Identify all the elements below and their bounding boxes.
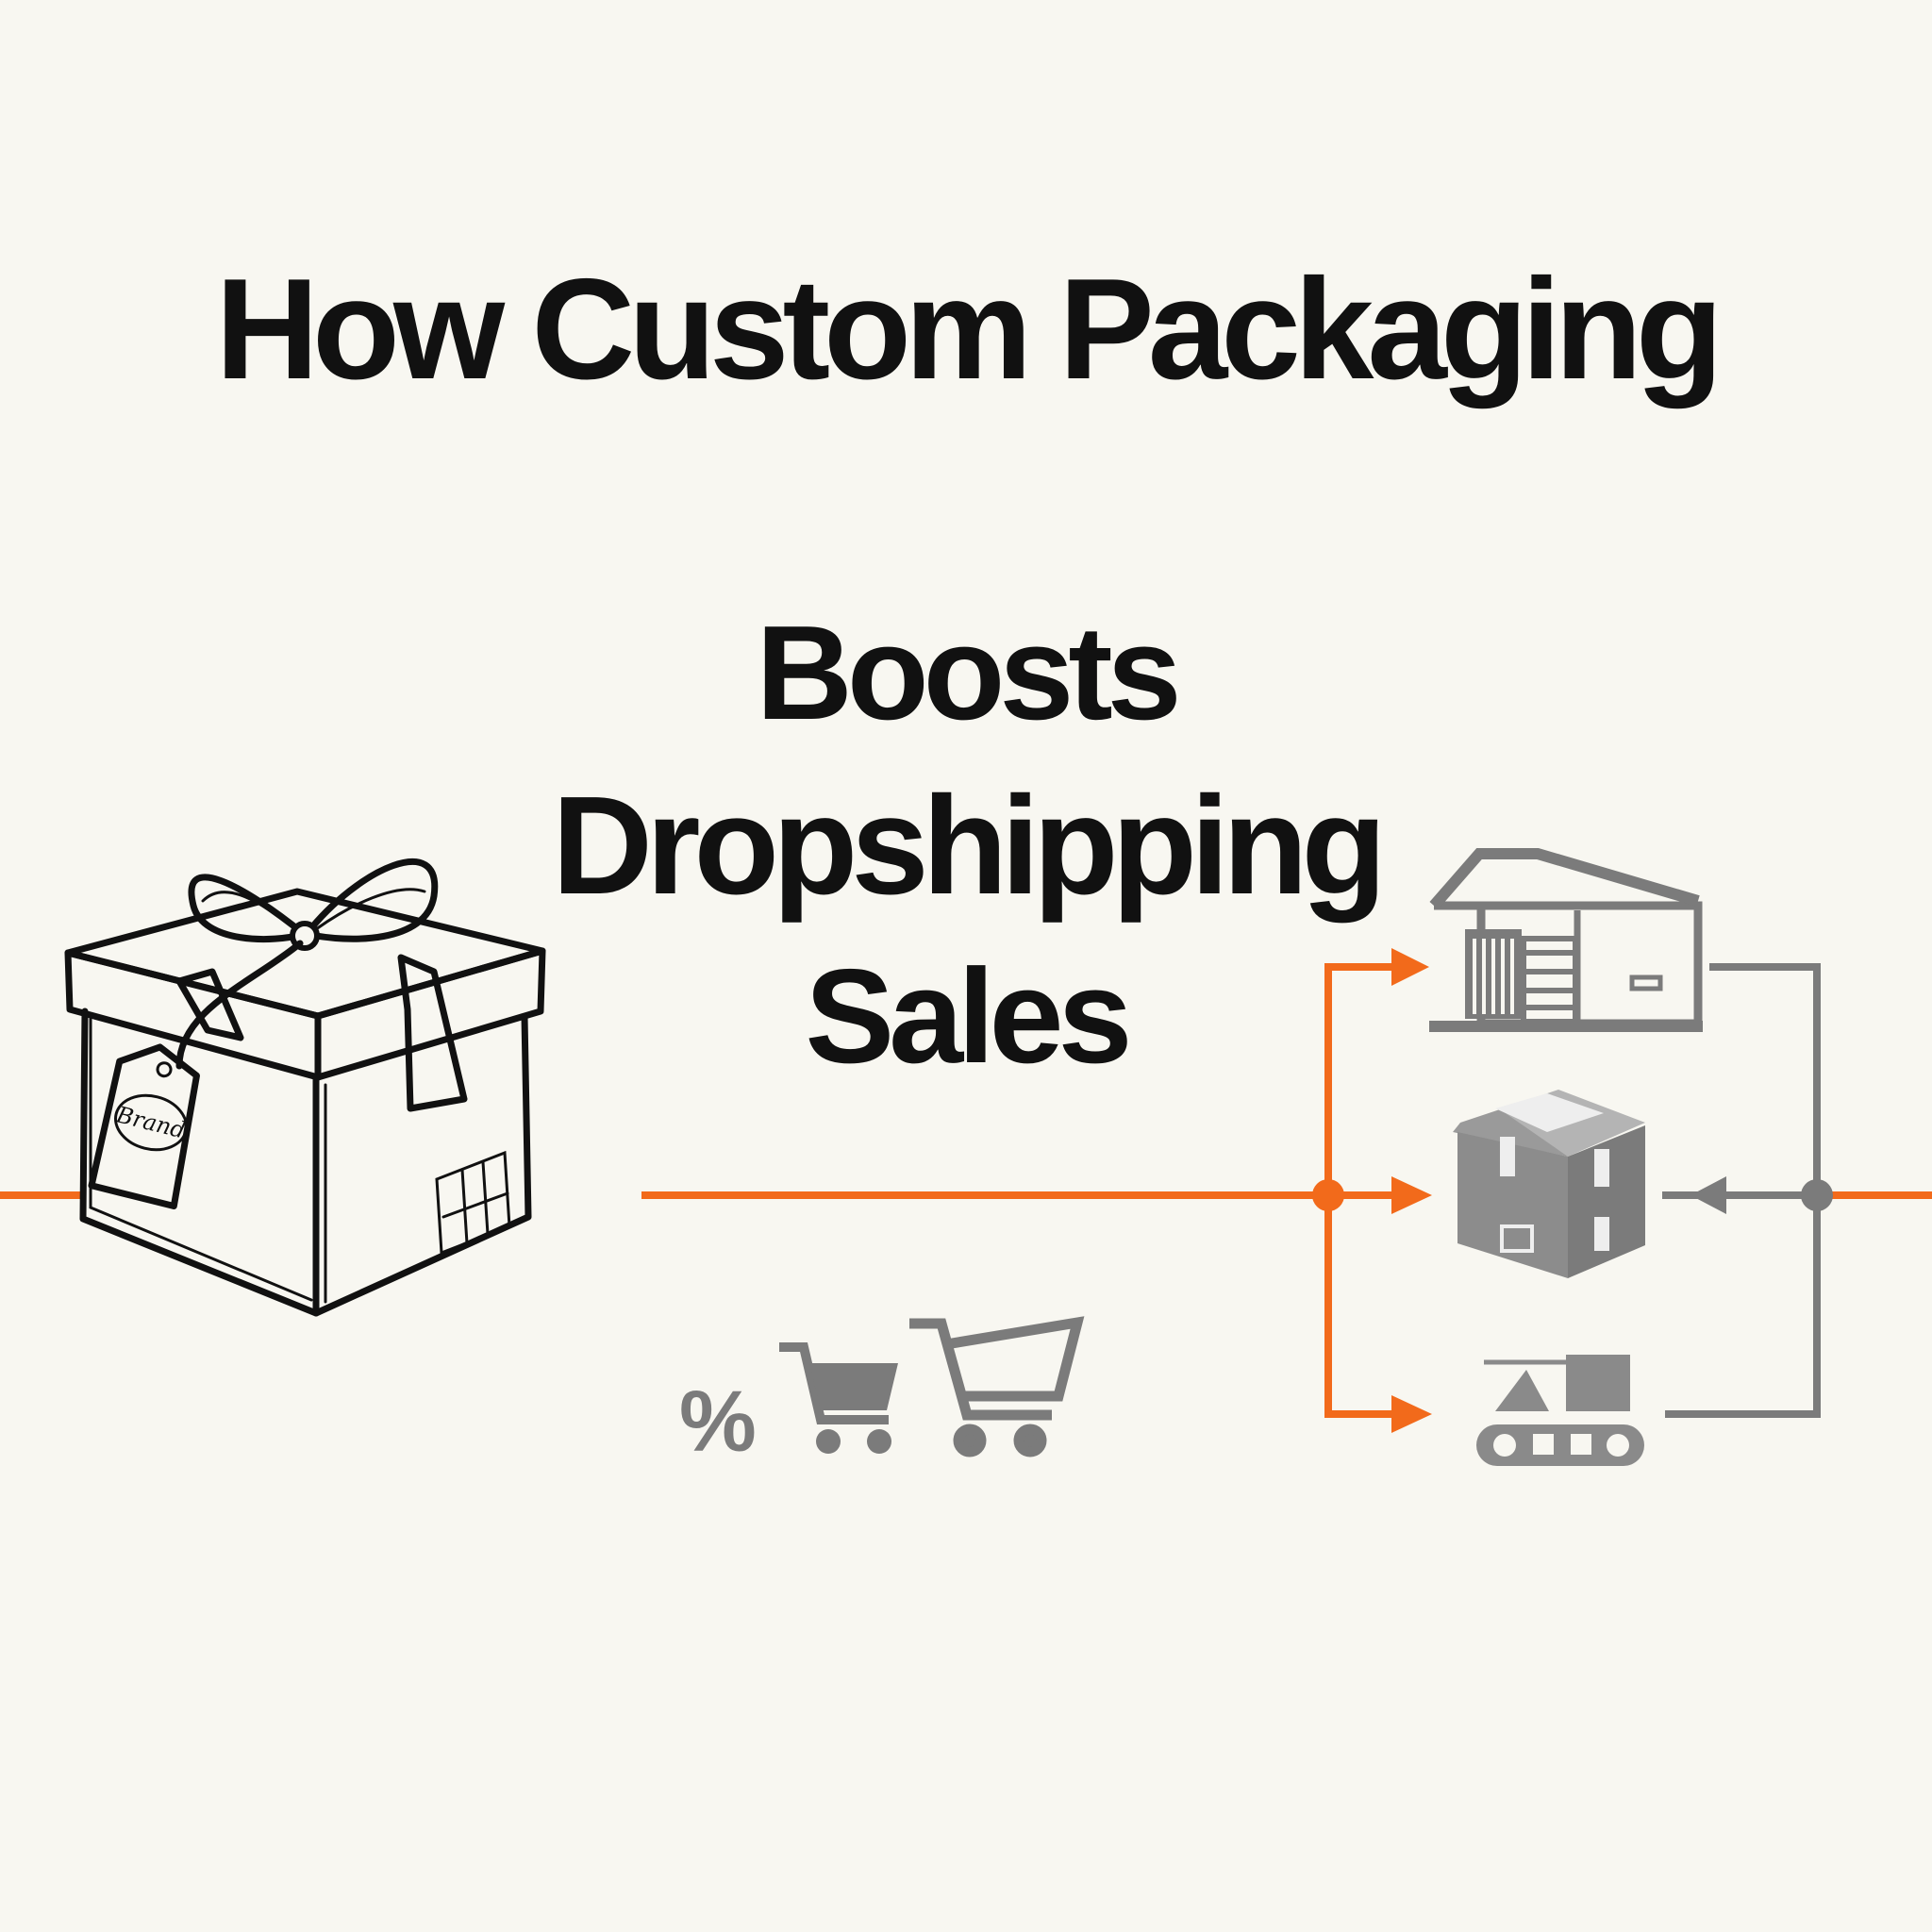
delivery-vehicle-icon — [1476, 1355, 1644, 1466]
shipping-label-icon — [435, 1150, 511, 1256]
package-icon — [1453, 1090, 1645, 1278]
arrow-left-icon — [1690, 1176, 1726, 1214]
title-line-4: Sales — [805, 941, 1132, 1091]
title-line-3: Dropshipping — [552, 768, 1387, 924]
flow-line-orange — [0, 948, 1932, 1433]
flow-line-gray — [1662, 963, 1833, 1418]
percent-icon: % — [679, 1374, 757, 1470]
shopping-cart-filled-icon — [779, 1342, 898, 1454]
title-line-2: Boosts — [756, 598, 1181, 748]
title-line-1: How Custom Packaging — [215, 249, 1723, 409]
shopping-cart-outline-icon — [909, 1316, 1085, 1457]
arrow-to-package-icon — [1391, 1176, 1432, 1214]
warehouse-icon — [1429, 848, 1703, 1032]
brand-tag: Brand — [88, 1043, 200, 1210]
gift-box-illustration: Brand — [64, 858, 546, 1317]
arrow-to-warehouse-icon — [1391, 948, 1429, 986]
arrow-to-vehicle-icon — [1391, 1395, 1432, 1433]
